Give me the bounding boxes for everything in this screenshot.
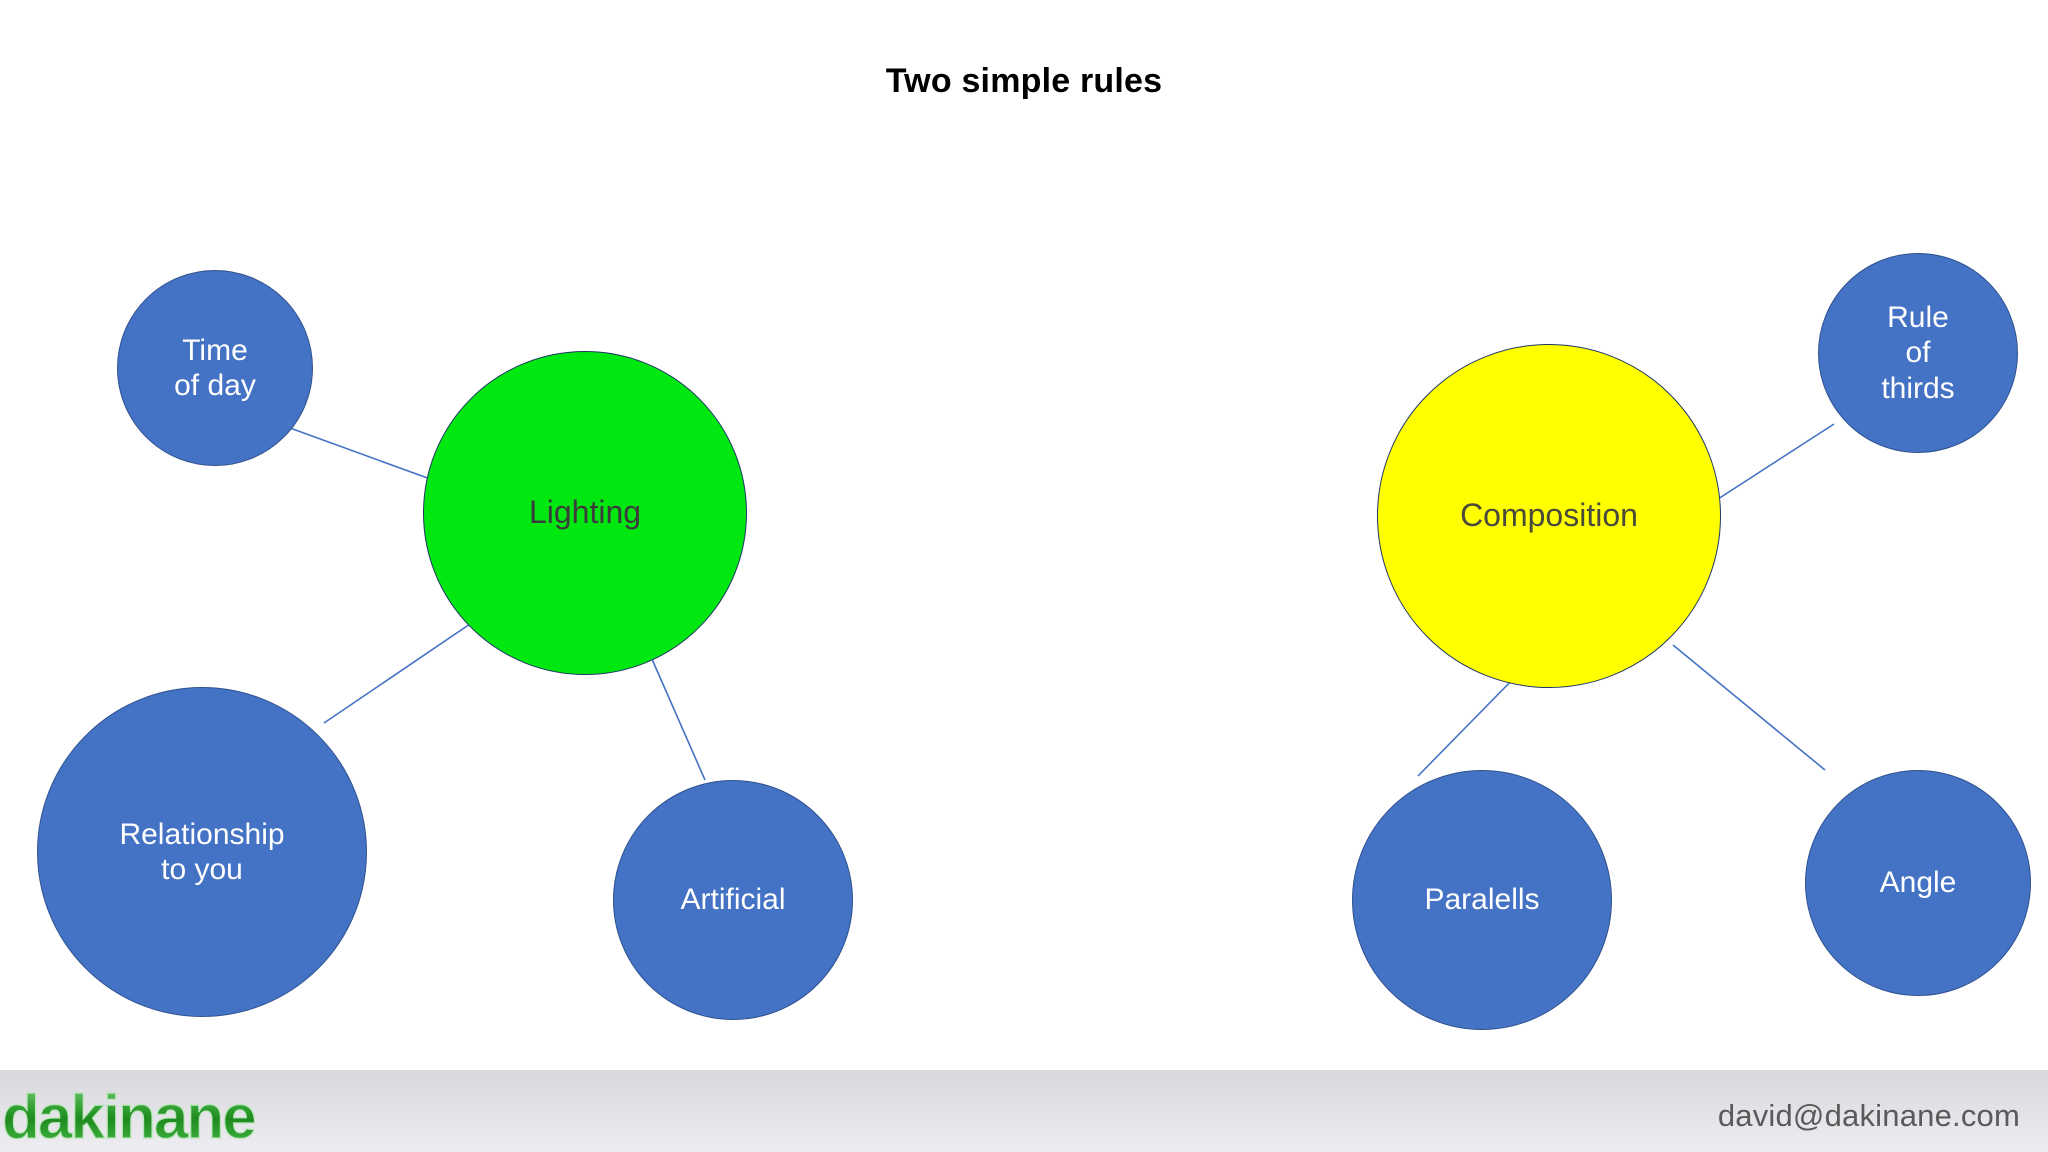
node-label-relationship: Relationship to you	[119, 817, 285, 886]
node-label-angle: Angle	[1879, 866, 1957, 900]
logo-wordmark: dakinane	[2, 1083, 255, 1152]
node-label-time-of-day: Time of day	[174, 333, 256, 402]
link-lighting-artificial	[647, 649, 706, 781]
node-angle[interactable]: Angle	[1805, 770, 2031, 996]
node-composition[interactable]: Composition	[1377, 344, 1721, 688]
node-paralells[interactable]: Paralells	[1352, 770, 1612, 1030]
node-relationship[interactable]: Relationship to you	[37, 687, 367, 1017]
node-artificial[interactable]: Artificial	[613, 780, 853, 1020]
node-label-lighting: Lighting	[528, 494, 642, 531]
link-composition-rulethirds	[1717, 423, 1835, 500]
footer-bar	[0, 1070, 2048, 1152]
node-label-rule-of-thirds: Rule of thirds	[1881, 300, 1955, 405]
footer-email: david@dakinane.com	[1717, 1098, 2020, 1133]
node-time-of-day[interactable]: Time of day	[117, 270, 313, 466]
node-label-artificial: Artificial	[680, 883, 786, 917]
logo-icon: dakinane	[1, 1082, 257, 1152]
link-lighting-relationship	[323, 623, 471, 724]
dakinane-logo: dakinane	[0, 1078, 290, 1152]
node-label-composition: Composition	[1460, 497, 1638, 534]
node-label-paralells: Paralells	[1424, 883, 1540, 917]
link-composition-angle	[1672, 644, 1826, 771]
link-lighting-time	[289, 427, 445, 485]
link-composition-paralells	[1417, 672, 1520, 777]
node-rule-of-thirds[interactable]: Rule of thirds	[1818, 253, 2018, 453]
node-lighting[interactable]: Lighting	[423, 351, 747, 675]
page-title: Two simple rules	[885, 62, 1163, 100]
